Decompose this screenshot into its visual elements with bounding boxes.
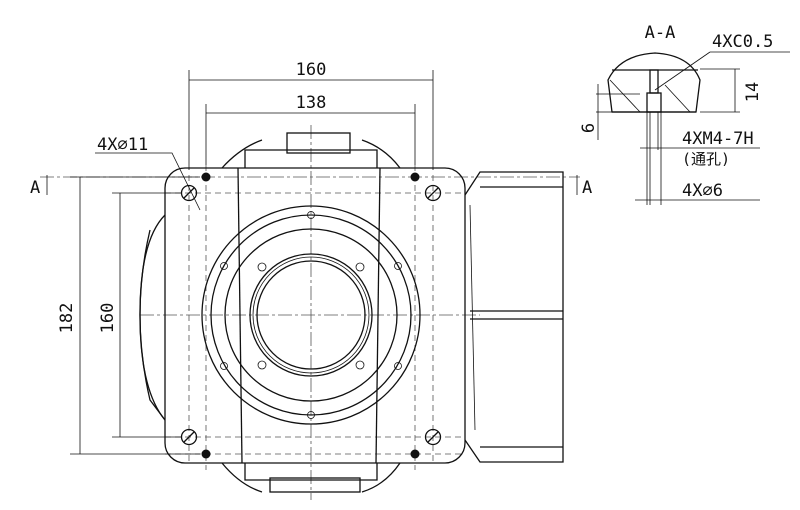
center-bore	[249, 253, 373, 377]
centerlines	[40, 125, 580, 500]
mounting-holes	[180, 172, 442, 459]
section-title: A-A	[645, 23, 676, 43]
outer-ring	[201, 205, 421, 425]
flange-body	[139, 132, 564, 493]
thread-label: 4XM4-7H	[682, 129, 754, 149]
chamfer-label: 4XC0.5	[712, 32, 773, 52]
section-mark-right: A	[582, 178, 592, 198]
section-mark-left: A	[30, 178, 40, 198]
depth-6-label: 6	[579, 123, 599, 133]
section-view	[596, 51, 790, 205]
dimension-lines	[46, 70, 578, 455]
depth-14-label: 14	[743, 82, 763, 102]
dim-top-outer: 160	[296, 60, 327, 80]
dim-left-inner: 160	[98, 303, 118, 334]
dim-left-outer: 182	[57, 303, 77, 334]
mounting-plate	[164, 167, 466, 464]
thread-note: (通孔)	[682, 150, 730, 168]
top-tab	[286, 132, 351, 154]
dim-top-inner: 138	[296, 93, 327, 113]
dim-hole-callout: 4X∅11	[97, 135, 148, 155]
pin-hole-label: 4X∅6	[682, 181, 723, 201]
